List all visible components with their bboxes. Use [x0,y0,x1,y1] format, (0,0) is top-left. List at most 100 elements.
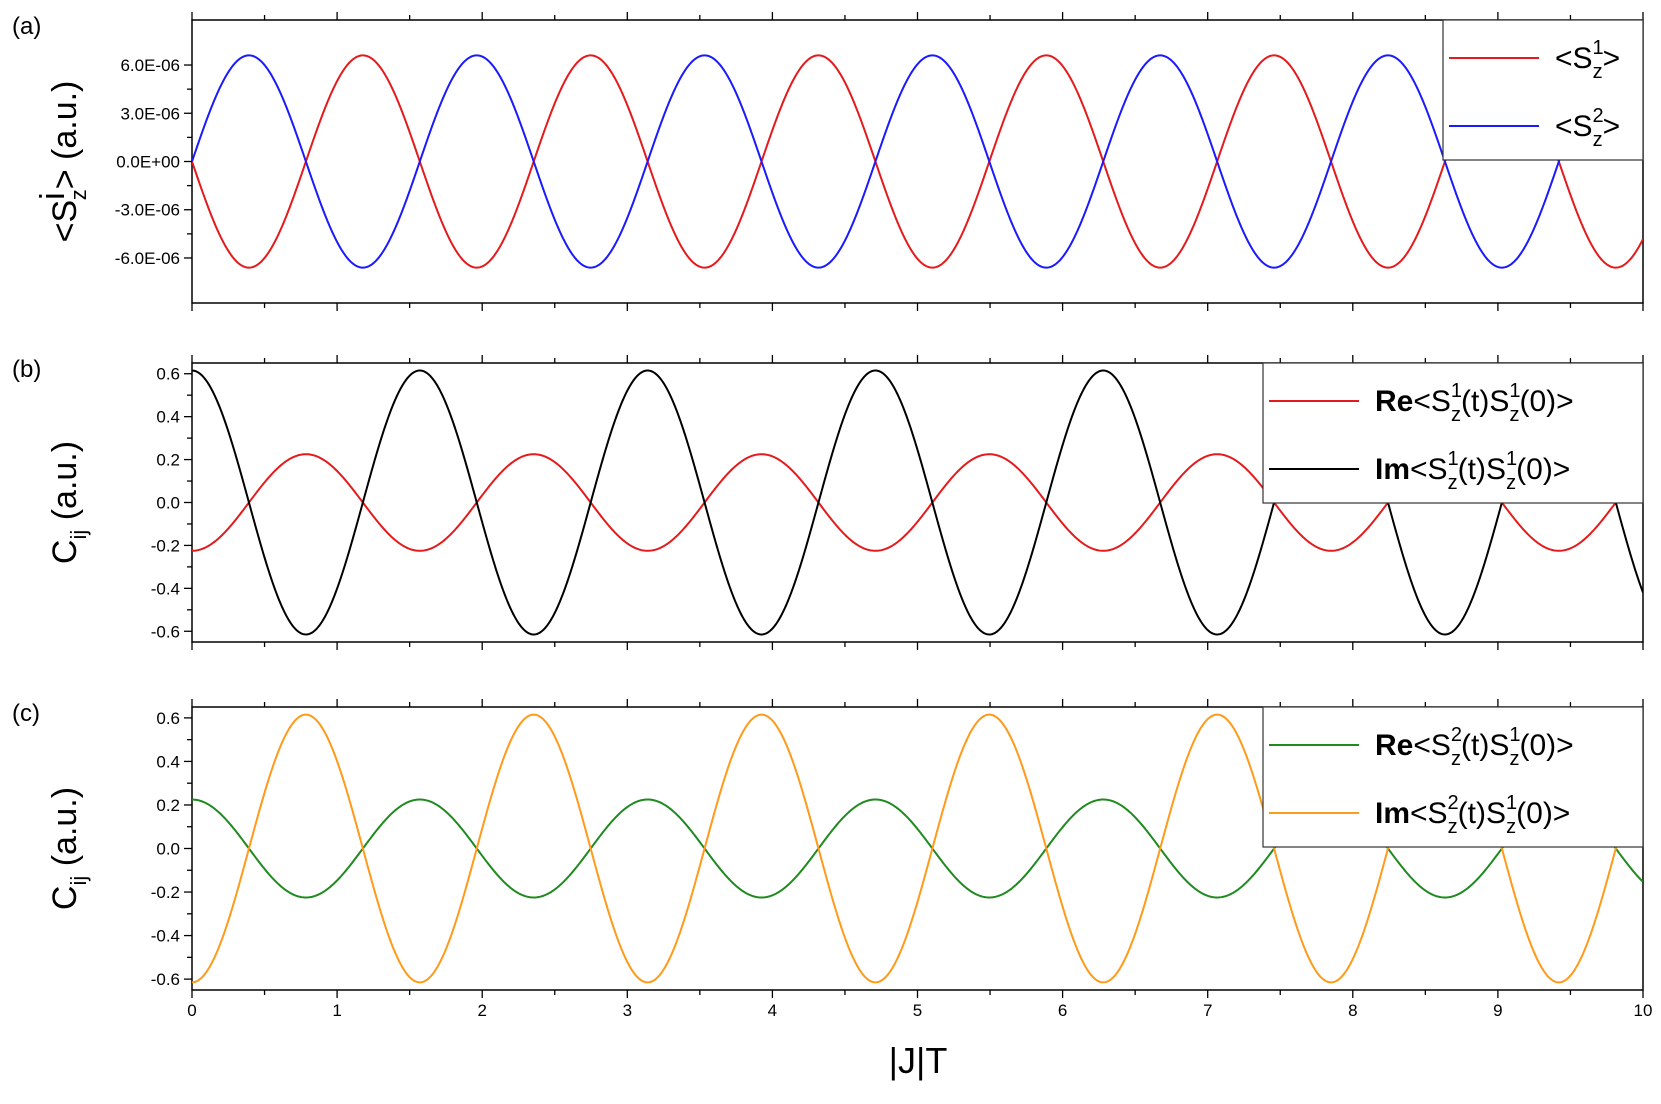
legend-sub: z [1448,472,1458,494]
x-tick-label: 3 [623,1001,632,1020]
legend-sub: z [1506,472,1516,494]
legend-sub: z [1509,404,1519,426]
x-tick-label: 7 [1203,1001,1212,1020]
y-tick-label: -6.0E-06 [115,249,180,268]
legend-sup: 1 [1506,792,1517,814]
legend-main: (0)> [1516,453,1570,486]
legend-sub: z [1448,816,1458,838]
legend-sup: 1 [1448,448,1459,470]
legend-main: (t) [1458,797,1486,830]
y-tick-label: 0.0E+00 [116,153,180,172]
legend-main: (t) [1458,453,1486,486]
legend-box [1262,362,1644,504]
legend-sup: 1 [1506,448,1517,470]
legend-sup: 1 [1509,724,1520,746]
legend-main: <S [1410,453,1448,486]
y-tick-label: -3.0E-06 [115,201,180,220]
y-tick-label: -0.6 [151,622,180,641]
legend-bold: Re [1375,385,1413,418]
legend-main: (0)> [1519,729,1573,762]
legend-sub: z [1451,404,1461,426]
y-label-sub: z [66,189,91,200]
legend-sup: 2 [1448,792,1459,814]
y-tick-label: 6.0E-06 [120,56,180,75]
legend-main: (0)> [1519,385,1573,418]
y-tick-label: 0.4 [156,408,180,427]
series-line-1 [192,54,1643,269]
x-tick-label: 5 [913,1001,922,1020]
panel-b: 0.60.40.20.0-0.2-0.4-0.6(b)Cij (a.u.)Re<… [12,355,1644,650]
y-tick-label: 0.6 [156,365,180,384]
series-line-0 [192,54,1643,269]
legend-sup: 1 [1509,380,1520,402]
y-label-main: C [46,886,84,911]
y-tick-label: 0.0 [156,494,180,513]
y-tick-label: -0.4 [151,927,180,946]
x-axis-tick-labels: 0 1 2 3 4 5 6 7 8 9 10 [187,1001,1652,1020]
y-label-sub: ij [66,530,91,540]
y-tick-label: 0.2 [156,796,180,815]
legend-main: (0)> [1516,797,1570,830]
legend-main: S [1486,453,1506,486]
legend-sup: 1 [1451,380,1462,402]
y-label-sup: i [34,192,72,200]
legend-sub: z [1593,129,1603,151]
y-axis-label: Cij (a.u.) [46,787,91,910]
panel-c: 0.60.40.20.0-0.2-0.4-0.6(c)Cij (a.u.)Re<… [12,699,1644,998]
y-label-sub: ij [66,876,91,886]
x-axis-label: |J|T [889,1040,948,1081]
legend-bold: Re [1375,729,1413,762]
y-tick-label: -0.6 [151,970,180,989]
y-label-unit: (a.u.) [46,787,84,876]
x-tick-label: 10 [1634,1001,1653,1020]
x-tick-label: 1 [332,1001,341,1020]
plot-frame [191,19,1644,304]
legend-sup: 2 [1451,724,1462,746]
legend-bold: Im [1375,797,1410,830]
y-label-main: <S [46,200,84,243]
y-tick-label: 0.6 [156,709,180,728]
y-label-unit: (a.u.) [46,441,84,530]
y-tick-label: -0.2 [151,536,180,555]
legend-sub: z [1506,816,1516,838]
legend-main: (t) [1461,385,1489,418]
x-tick-label: 8 [1348,1001,1357,1020]
y-tick-label: 0.2 [156,451,180,470]
legend-main: > [1603,42,1621,75]
legend-main: <S [1410,797,1448,830]
legend-sub: z [1451,748,1461,770]
y-axis-label: Cij (a.u.) [46,441,91,564]
legend-main: > [1603,110,1621,143]
legend-box [1442,19,1644,161]
legend-main: <S [1413,385,1451,418]
x-tick-label: 6 [1058,1001,1067,1020]
x-tick-label: 2 [477,1001,486,1020]
x-tick-label: 0 [187,1001,196,1020]
legend-main: <S [1413,729,1451,762]
y-tick-label: -0.2 [151,883,180,902]
panel-tag: (c) [12,700,40,727]
y-tick-label: 3.0E-06 [120,104,180,123]
legend-main: <S [1555,110,1593,143]
y-tick-label: -0.4 [151,579,180,598]
x-tick-label: 4 [768,1001,777,1020]
legend-sub: z [1509,748,1519,770]
legend-box [1262,706,1644,848]
legend-main: S [1486,797,1506,830]
legend-bold: Im [1375,453,1410,486]
y-tick-label: 0.4 [156,752,180,771]
y-tick-label: 0.0 [156,840,180,859]
y-axis-label: <Siz> (a.u.) [34,81,91,243]
x-tick-label: 9 [1493,1001,1502,1020]
panel-tag: (a) [12,13,41,40]
legend-main: S [1489,385,1509,418]
y-label-main: C [46,540,84,565]
